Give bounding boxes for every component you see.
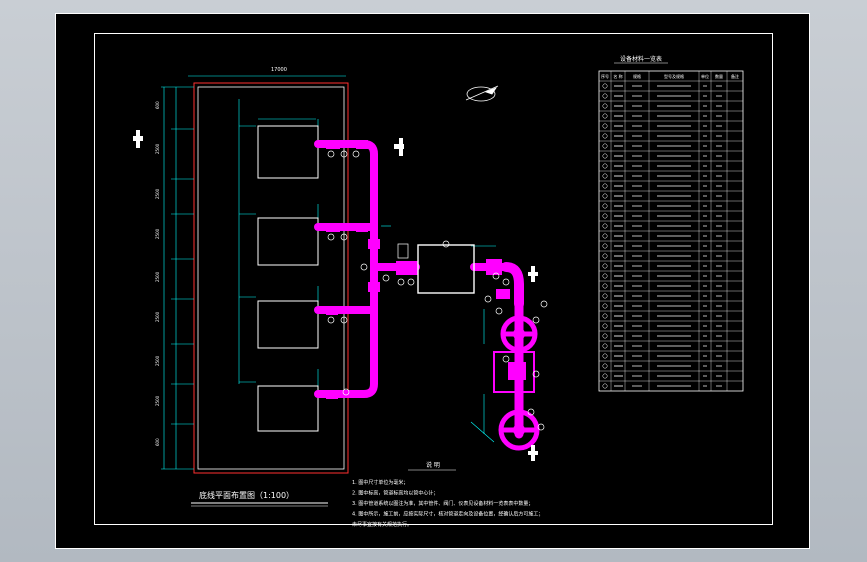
note-line: 4. 图中所示，施工前，应按实际尺寸，核对管道走向及设备位置，经确认后方可施工；: [352, 511, 543, 518]
cad-viewport[interactable]: 17000 600 2500 2500 2500 2500 2500 2500 …: [55, 13, 810, 549]
svg-text:2500: 2500: [155, 355, 160, 366]
notes: 1. 图中尺寸单位为毫米； 2. 图中标高，管道标高均以管中心计； 3. 图中管道系…: [352, 479, 543, 528]
circular-units: [493, 315, 540, 451]
item-markers: [327, 150, 548, 431]
table-header-cell: 名 称: [613, 73, 622, 79]
svg-text:2500: 2500: [155, 143, 160, 154]
dimension-lines: [161, 75, 496, 470]
pump-house: [417, 244, 475, 294]
svg-text:2500: 2500: [155, 228, 160, 239]
side-dim-labels: 600 2500 2500 2500 2500 2500 2500 2500 6…: [155, 101, 160, 446]
dimension-text: 17000: [271, 67, 287, 73]
dimension-top-label: 17000: [271, 67, 287, 73]
svg-text:600: 600: [155, 438, 160, 446]
north-arrow-icon: [465, 85, 499, 102]
svg-text:2500: 2500: [155, 271, 160, 282]
drawing-title: 底线平面布置图（1:100）: [199, 490, 294, 500]
svg-text:600: 600: [155, 101, 160, 109]
table-header-cell: 规格: [633, 73, 641, 79]
table-header-cell: 单位: [701, 73, 709, 79]
note-line: 1. 图中尺寸单位为毫米；: [352, 479, 408, 486]
drawing-canvas: 17000 600 2500 2500 2500 2500 2500 2500 …: [133, 55, 744, 528]
note-line: 未尽事宜按有关规范执行。: [352, 521, 412, 528]
svg-text:2500: 2500: [155, 311, 160, 322]
table-header-cell: 备注: [731, 73, 739, 79]
table-header-cell: 型号及规格: [664, 73, 684, 79]
note-line: 2. 图中标高，管道标高均以管中心计；: [352, 490, 438, 497]
chambers: [257, 125, 319, 432]
table-header-cell: 数量: [715, 73, 723, 79]
pipe-fittings: [326, 140, 510, 399]
notes-heading: 说 明: [426, 461, 440, 469]
tank-outline: [193, 82, 349, 474]
note-line: 3. 图中管道系统以图注为准，其中管件、阀门、仪表见设备材料一览表表中数量；: [352, 500, 533, 507]
table-title: 设备材料一览表: [620, 55, 662, 63]
drawing-border: [94, 33, 773, 525]
svg-text:2500: 2500: [155, 395, 160, 406]
table-header-cell: 序号: [601, 73, 609, 79]
section-markers: [133, 130, 538, 461]
material-table: 序号名 称 规格 型号及规格 单位数量 备注: [598, 70, 744, 392]
svg-text:2500: 2500: [155, 188, 160, 199]
